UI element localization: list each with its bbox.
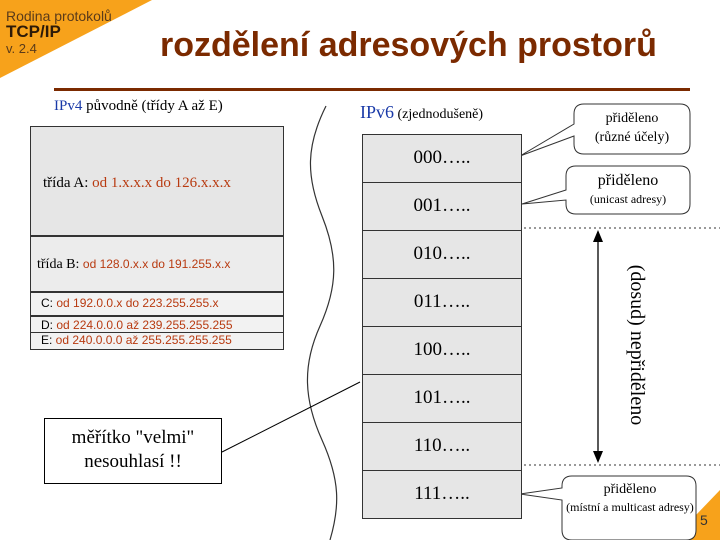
brand-version-label: v. 2.4 (6, 41, 37, 56)
ipv4-class-b: třída B: od 128.0.x.x do 191.255.x.x (30, 236, 284, 292)
class-e-range: od 240.0.0.0 až 255.255.255.255 (55, 333, 232, 347)
ipv4-class-e: E: od 240.0.0.0 až 255.255.255.255 (30, 333, 284, 350)
unassigned-range-label: (dosud) nepřiděleno (626, 264, 648, 426)
scale-note: měřítko "velmi" nesouhlasí !! (44, 418, 222, 484)
class-e-label: E: (41, 333, 56, 347)
ipv6-prefix-111: 111….. (362, 470, 522, 519)
ipv4-class-c: C: od 192.0.0.x do 223.255.255.x (30, 292, 284, 316)
class-a-range: od 1.x.x.x do 126.x.x.x (92, 175, 231, 191)
class-d-range: od 224.0.0.0 až 239.255.255.255 (56, 318, 233, 332)
brand-protocol-label: TCP/IP (6, 22, 61, 41)
ipv4-heading: IPv4 původně (třídy A až E) (54, 98, 223, 115)
ipv6-prefix-011: 011….. (362, 278, 522, 326)
brand-family-label: Rodina protokolů (6, 8, 112, 24)
ipv6-heading-text: (zjednodušeně) (394, 107, 484, 122)
callout-unicast-line2: (unicast adresy) (589, 192, 667, 206)
callout-unicast: přiděleno (unicast adresy) (566, 171, 690, 209)
callout-bottom: přiděleno (místní a multicast adresy) (564, 481, 696, 516)
class-c-label: C: (41, 296, 57, 310)
arrow-head-up (593, 230, 603, 242)
ipv4-heading-proto: IPv4 (54, 98, 83, 114)
callout-top-line1: přiděleno (605, 111, 659, 126)
class-a-label: třída A: (43, 175, 93, 191)
class-b-range: od 128.0.x.x do 191.255.x.x (82, 257, 231, 271)
ipv6-prefix-010: 010….. (362, 230, 522, 278)
ipv6-heading-proto: IPv6 (360, 102, 395, 122)
scale-note-pointer (221, 381, 361, 453)
callout-bottom-line2: (místní a multicast adresy) (566, 500, 694, 514)
ipv6-prefix-000: 000….. (362, 134, 522, 182)
title-underline (54, 88, 690, 91)
callout-top-line2: (různé účely) (594, 130, 670, 145)
arrow-head-down (593, 451, 603, 463)
ipv6-prefix-001: 001….. (362, 182, 522, 230)
callout-unicast-shape (521, 165, 691, 215)
top-left-corner-shape (0, 0, 152, 78)
wavy-divider (306, 105, 338, 540)
ipv4-class-a: třída A: od 1.x.x.x do 126.x.x.x (30, 126, 284, 236)
class-c-range: od 192.0.0.x do 223.255.255.x (56, 296, 219, 310)
callout-bottom-line1: přiděleno (603, 482, 657, 497)
ipv4-class-d: D: od 224.0.0.0 až 239.255.255.255 (30, 316, 284, 333)
ipv6-prefix-101: 101….. (362, 374, 522, 422)
ipv4-heading-text: původně (třídy A až E) (82, 98, 223, 114)
callout-unicast-line1: přiděleno (597, 172, 659, 189)
ipv6-prefix-110: 110….. (362, 422, 522, 470)
callout-top: přiděleno (různé účely) (574, 109, 690, 147)
callout-top-shape (519, 103, 691, 157)
ipv6-heading: IPv6 (zjednodušeně) (360, 102, 483, 123)
ipv6-prefix-100: 100….. (362, 326, 522, 374)
page-number: 5 (700, 512, 708, 528)
class-b-label: třída B: (37, 257, 83, 272)
scale-note-line2: nesouhlasí !! (84, 451, 182, 472)
class-d-label: D: (41, 318, 57, 332)
page-title: rozdělení adresových prostorů (160, 26, 657, 64)
scale-note-line1: měřítko "velmi" (71, 427, 195, 448)
